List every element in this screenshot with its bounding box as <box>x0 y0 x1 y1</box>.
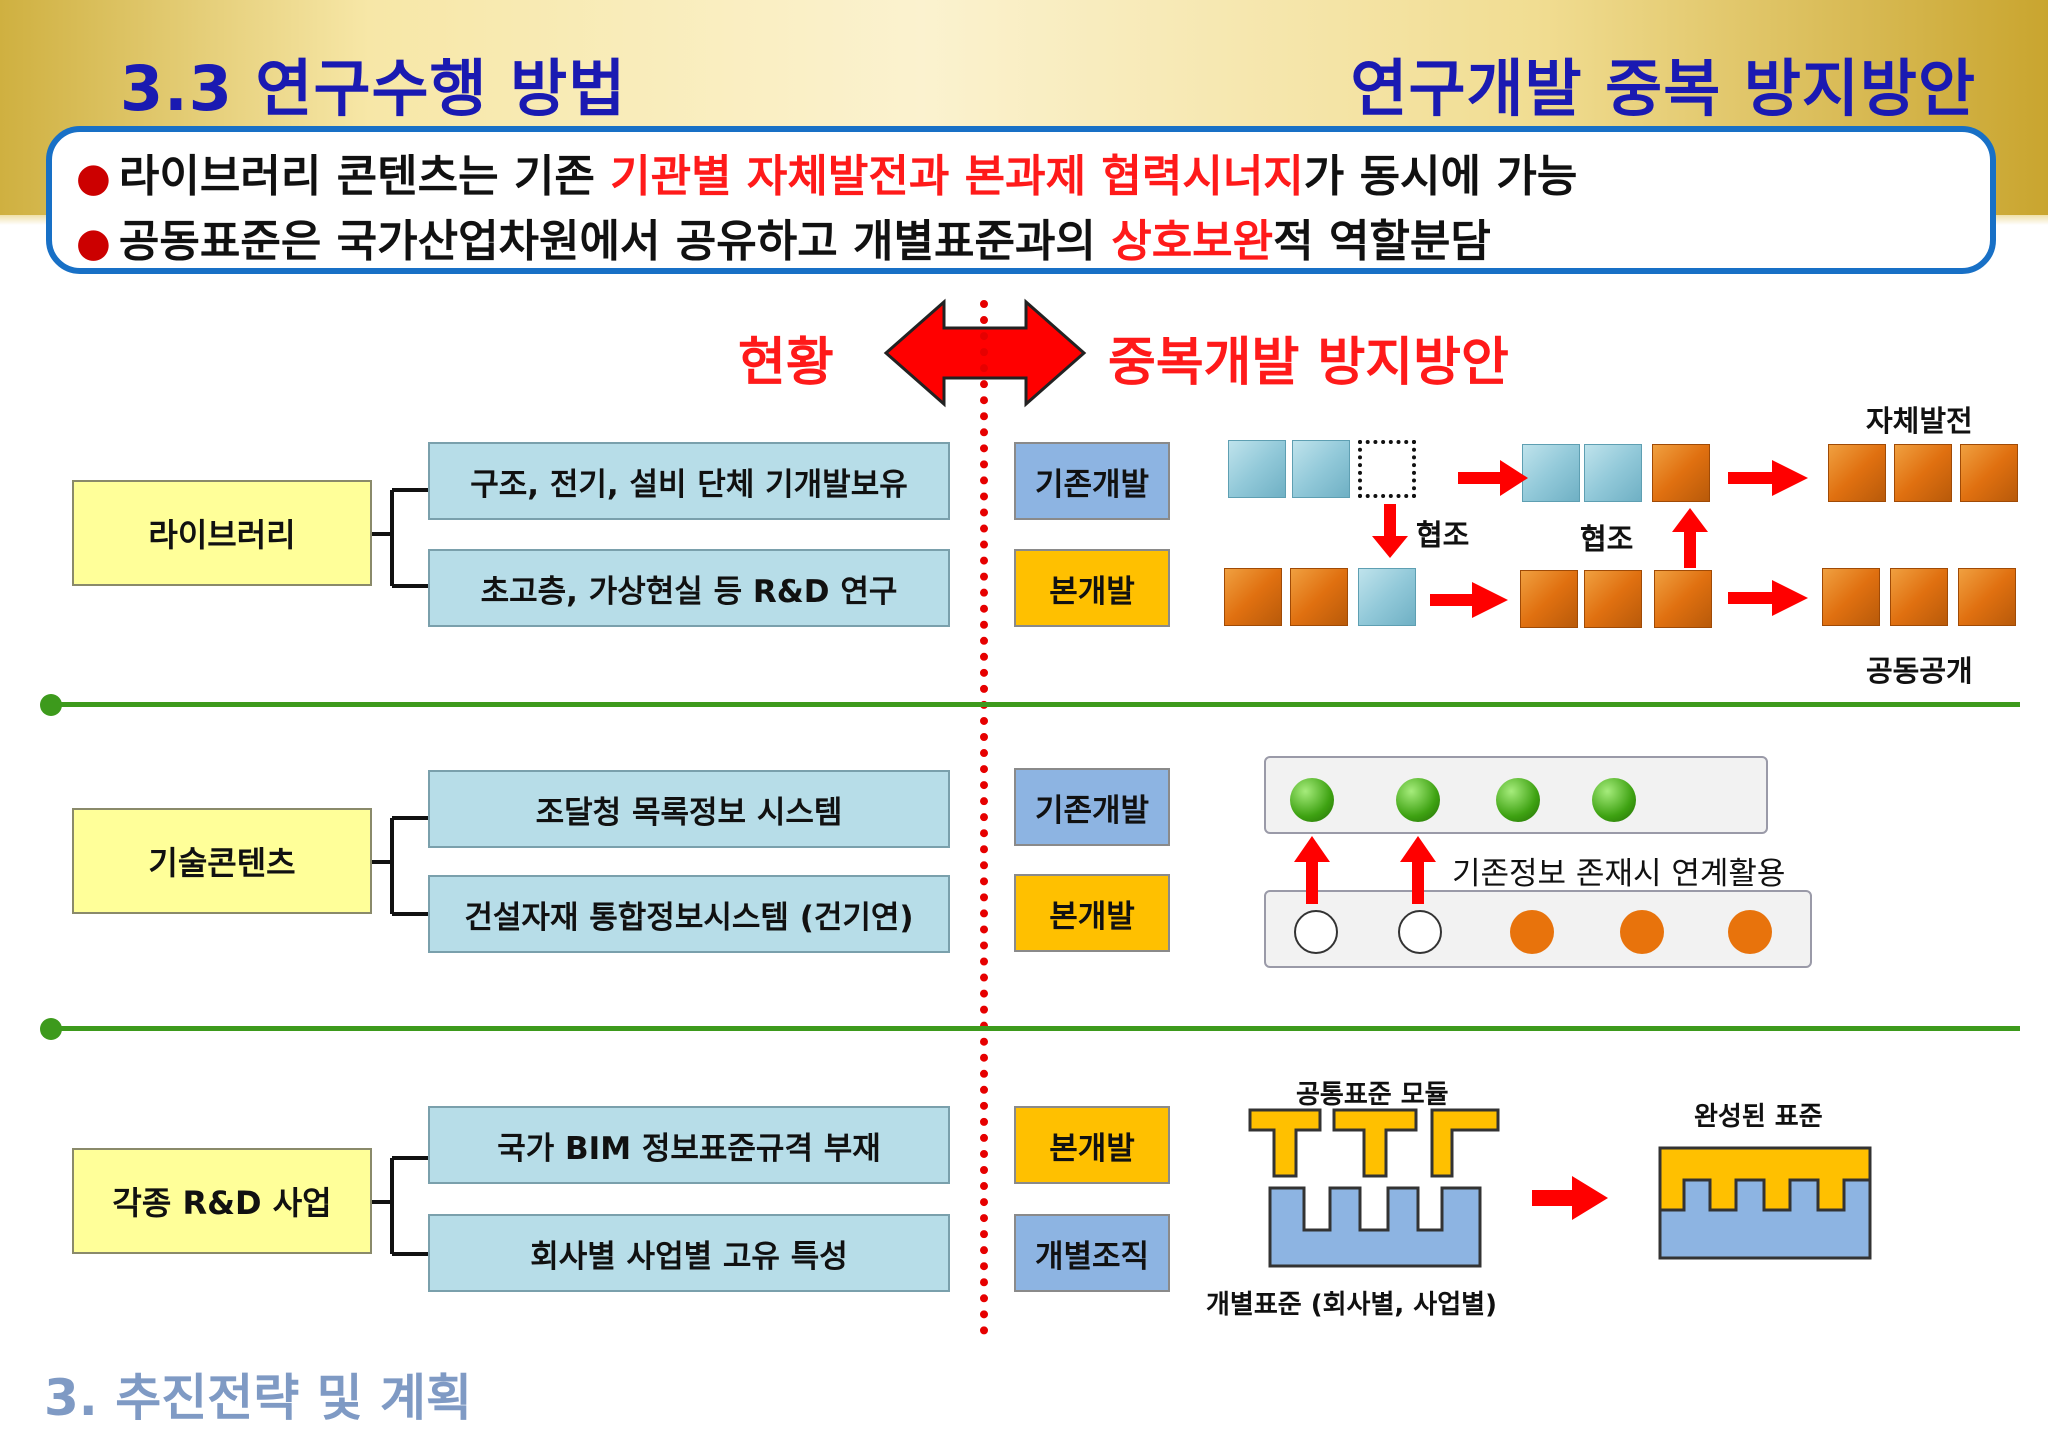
summary-line-1-suffix: 가 동시에 가능 <box>1303 151 1578 202</box>
row-divider-1 <box>50 702 2020 707</box>
label-individual-standard: 개별표준 (회사별, 사업별) <box>1206 1290 1497 1320</box>
block-existing <box>1228 440 1286 498</box>
block-existing <box>1584 444 1642 502</box>
circle-new <box>1620 910 1664 954</box>
category-rnd-projects: 각종 R&D 사업 <box>72 1148 372 1254</box>
summary-line-2-highlight: 상호보완 <box>1111 216 1274 267</box>
row3-tag-1: 본개발 <box>1014 1106 1170 1184</box>
row2-bracket <box>372 816 430 916</box>
label-cooperation-left: 협조 <box>1416 518 1470 552</box>
summary-line-2: ●공동표준은 국가산업차원에서 공유하고 개별표준과의 상호보완적 역할분담 <box>76 205 1491 269</box>
block-existing <box>1522 444 1580 502</box>
circle-linked <box>1398 910 1442 954</box>
circle-existing <box>1592 778 1636 822</box>
circle-existing <box>1496 778 1540 822</box>
block-new <box>1584 570 1642 628</box>
circle-existing <box>1396 778 1440 822</box>
row3-bracket <box>372 1156 430 1256</box>
footer-section-title: 3. 추진전략 및 계획 <box>44 1369 473 1427</box>
block-placeholder <box>1358 440 1416 498</box>
bullet-icon: ● <box>76 155 111 201</box>
block-new <box>1654 570 1712 628</box>
circle-linked <box>1294 910 1338 954</box>
row1-item-2: 초고층, 가상현실 등 R&D 연구 <box>428 549 950 627</box>
section-header-solution: 중복개발 방지방안 <box>1108 333 1509 393</box>
row-divider-2-dot <box>40 1018 62 1040</box>
block-new <box>1960 444 2018 502</box>
row2-item-1: 조달청 목록정보 시스템 <box>428 770 950 848</box>
block-new <box>1890 568 1948 626</box>
block-new <box>1822 568 1880 626</box>
block-new <box>1520 570 1578 628</box>
label-joint-release: 공동공개 <box>1866 654 1973 688</box>
row-divider-2 <box>50 1026 2020 1031</box>
label-self-development: 자체발전 <box>1866 404 1973 438</box>
label-link-existing: 기존정보 존재시 연계활용 <box>1452 856 1786 892</box>
row2-tag-2: 본개발 <box>1014 874 1170 952</box>
block-existing <box>1358 568 1416 626</box>
summary-line-1-highlight: 기관별 자체발전과 본과제 협력시너지 <box>610 151 1304 202</box>
page-title: 3.3 연구수행 방법 <box>120 52 627 125</box>
block-new <box>1652 444 1710 502</box>
bullet-icon: ● <box>76 220 111 266</box>
block-new <box>1224 568 1282 626</box>
row3-item-2: 회사별 사업별 고유 특성 <box>428 1214 950 1292</box>
category-library: 라이브러리 <box>72 480 372 586</box>
circle-new <box>1510 910 1554 954</box>
page-subtitle: 연구개발 중복 방지방안 <box>1350 52 1976 125</box>
row1-tag-2: 본개발 <box>1014 549 1170 627</box>
label-common-module: 공통표준 모듈 <box>1296 1080 1449 1110</box>
row1-item-1: 구조, 전기, 설비 단체 기개발보유 <box>428 442 950 520</box>
block-new <box>1290 568 1348 626</box>
row2-item-2: 건설자재 통합정보시스템 (건기연) <box>428 875 950 953</box>
label-cooperation-right: 협조 <box>1580 522 1634 556</box>
block-new <box>1828 444 1886 502</box>
section-header-current: 현황 <box>738 333 834 393</box>
circle-existing <box>1290 778 1334 822</box>
summary-line-1: ●라이브러리 콘텐츠는 기존 기관별 자체발전과 본과제 협력시너지가 동시에 … <box>76 140 1577 204</box>
summary-line-1-prefix: 라이브러리 콘텐츠는 기존 <box>118 151 611 202</box>
category-tech-content: 기술콘텐츠 <box>72 808 372 914</box>
label-completed-standard: 완성된 표준 <box>1694 1102 1823 1132</box>
circle-new <box>1728 910 1772 954</box>
row-divider-1-dot <box>40 694 62 716</box>
block-new <box>1894 444 1952 502</box>
block-new <box>1958 568 2016 626</box>
center-divider <box>980 300 988 1335</box>
summary-line-2-suffix: 적 역할분담 <box>1273 216 1491 267</box>
block-existing <box>1292 440 1350 498</box>
row3-item-1: 국가 BIM 정보표준규격 부재 <box>428 1106 950 1184</box>
row2-tag-1: 기존개발 <box>1014 768 1170 846</box>
diagram2-arrows <box>1294 836 1436 904</box>
summary-line-2-prefix: 공동표준은 국가산업차원에서 공유하고 개별표준과의 <box>118 216 1112 267</box>
row1-tag-1: 기존개발 <box>1014 442 1170 520</box>
summary-box <box>46 126 1996 274</box>
diagram1-arrows <box>1372 460 1808 618</box>
row3-tag-2: 개별조직 <box>1014 1214 1170 1292</box>
standard-module-graphic <box>1248 1108 1872 1268</box>
row1-bracket <box>372 488 430 588</box>
